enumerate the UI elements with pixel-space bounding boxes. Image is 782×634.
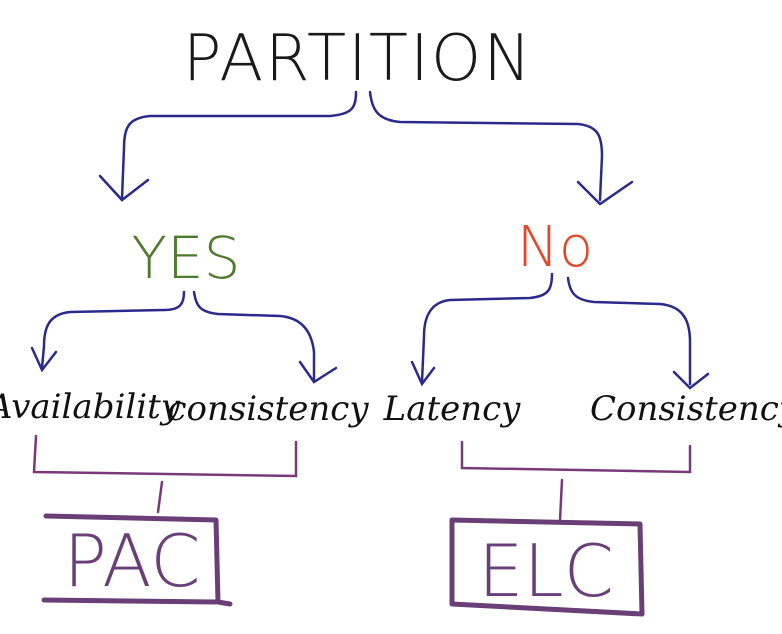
no-label: No	[517, 215, 593, 280]
root-right-arrow	[368, 90, 634, 206]
root-label: PARTITION	[183, 22, 533, 96]
consistency-no-label: Consistency	[590, 389, 782, 429]
latency-label: Latency	[383, 389, 522, 429]
no-left-arrow	[410, 272, 554, 387]
yes-right-arrow	[192, 290, 338, 384]
consistency-yes-label: consistency	[167, 389, 369, 429]
yes-bracket	[32, 434, 298, 514]
elc-label: ELC	[478, 529, 614, 613]
elc-box: ELC	[449, 517, 645, 617]
pac-box: PAC	[41, 513, 233, 607]
pac-label: PAC	[63, 519, 200, 603]
availability-label: Availability	[0, 387, 181, 427]
no-bracket	[460, 440, 692, 522]
yes-label: YES	[132, 224, 241, 292]
root-left-arrow	[98, 90, 358, 202]
no-right-arrow	[566, 276, 710, 390]
yes-left-arrow	[30, 290, 186, 373]
